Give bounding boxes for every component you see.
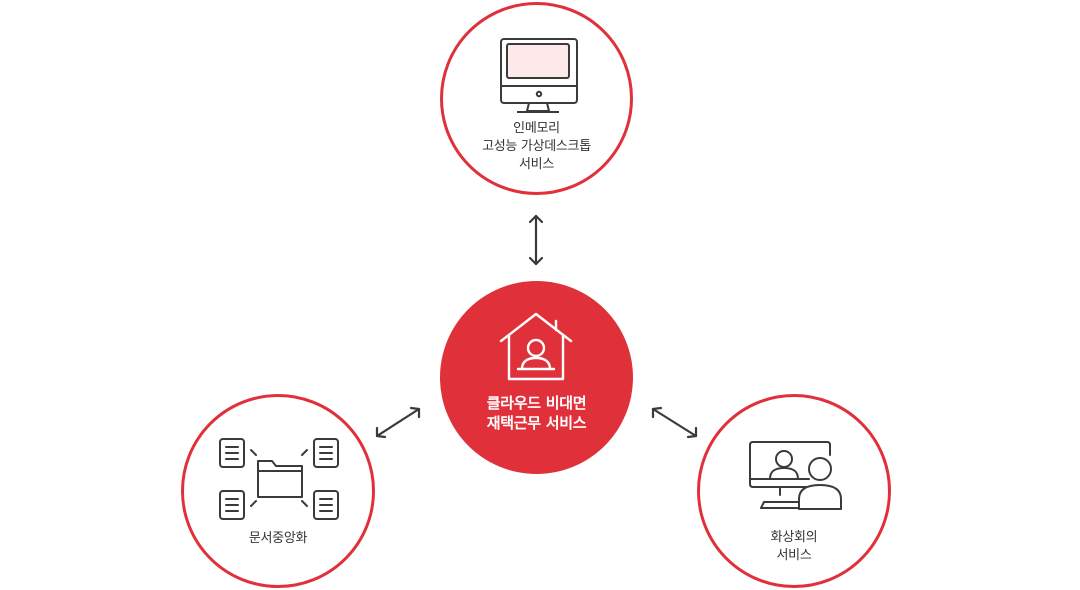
remote-work-service-node: 클라우드 비대면 재택근무 서비스 <box>440 281 633 474</box>
vdi-label-line-1: 인메모리 <box>513 121 560 136</box>
document-icon-bl <box>219 490 245 520</box>
document-centralization-icon <box>219 438 339 520</box>
monitor-icon <box>500 38 578 113</box>
folder-icon <box>257 460 303 498</box>
video-label-line-2: 서비스 <box>776 548 812 563</box>
remote-work-service-label: 클라우드 비대면 재택근무 서비스 <box>440 393 633 433</box>
vdi-service-label: 인메모리 고성능 가상데스크톱 서비스 <box>443 120 630 174</box>
vdi-label-line-3: 서비스 <box>519 157 554 172</box>
home-user-icon <box>499 312 573 381</box>
arrow-center-top <box>528 214 544 266</box>
video-conference-icon <box>749 441 842 510</box>
document-icon-br <box>313 490 339 520</box>
document-icon-tl <box>219 438 245 468</box>
vdi-service-node: 인메모리 고성능 가상데스크톱 서비스 <box>440 2 633 195</box>
video-label-line-1: 화상회의 <box>770 530 818 545</box>
center-label-line-2: 재택근무 서비스 <box>486 414 587 432</box>
video-conference-label: 화상회의 서비스 <box>700 529 888 565</box>
document-icon-tr <box>313 438 339 468</box>
document-centralization-label: 문서중앙화 <box>184 530 372 548</box>
center-label-line-1: 클라우드 비대면 <box>486 394 587 412</box>
video-conference-node: 화상회의 서비스 <box>697 394 891 588</box>
document-centralization-node: 문서중앙화 <box>181 394 375 588</box>
arrow-center-right <box>651 406 698 439</box>
arrow-center-left <box>375 406 421 439</box>
document-label-line-1: 문서중앙화 <box>248 531 308 546</box>
vdi-label-line-2: 고성능 가상데스크톱 <box>482 139 591 154</box>
